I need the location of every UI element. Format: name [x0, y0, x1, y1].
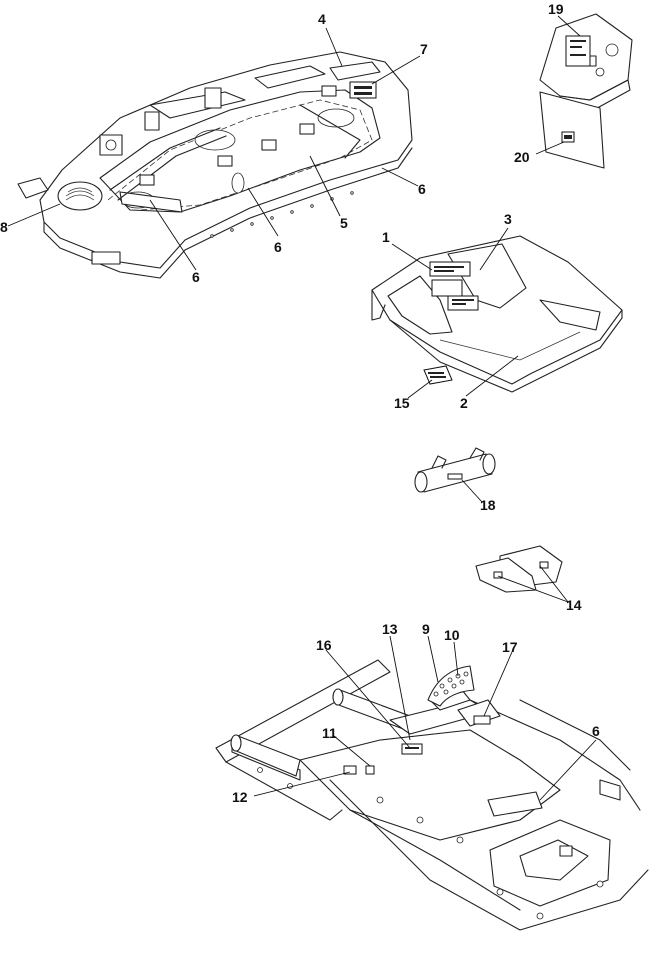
callout-1: 1 [382, 229, 390, 245]
skirt-holes [210, 191, 354, 238]
callout-8: 8 [0, 219, 8, 235]
tube-18 [414, 447, 496, 493]
floor-pan [371, 235, 623, 393]
callout-2: 2 [460, 395, 468, 411]
callout-14: 14 [566, 597, 582, 613]
callout-16: 16 [316, 637, 332, 653]
callout-20: 20 [514, 149, 530, 165]
callout-9: 9 [422, 621, 430, 637]
tractor-frame [215, 659, 649, 931]
callout-12: 12 [232, 789, 248, 805]
callout-13: 13 [382, 621, 398, 637]
mower-deck [17, 51, 413, 279]
callout-6c: 6 [192, 269, 200, 285]
callout-11: 11 [322, 725, 337, 741]
callout-6d: 6 [592, 723, 600, 739]
callout-6a: 6 [418, 181, 426, 197]
shields-14 [475, 545, 563, 593]
callout-17: 17 [502, 639, 518, 655]
callout-4: 4 [318, 11, 326, 27]
callout-15: 15 [394, 395, 410, 411]
callout-19: 19 [548, 1, 564, 17]
gauge-holes [433, 671, 469, 697]
leader-lines [7, 15, 597, 801]
callout-3: 3 [504, 211, 512, 227]
decal-15 [423, 365, 453, 385]
callout-6b: 6 [274, 239, 282, 255]
control-panel [539, 13, 633, 169]
callout-18: 18 [480, 497, 496, 513]
callout-10: 10 [444, 627, 460, 643]
callout-5: 5 [340, 215, 348, 231]
callout-7: 7 [420, 41, 428, 57]
